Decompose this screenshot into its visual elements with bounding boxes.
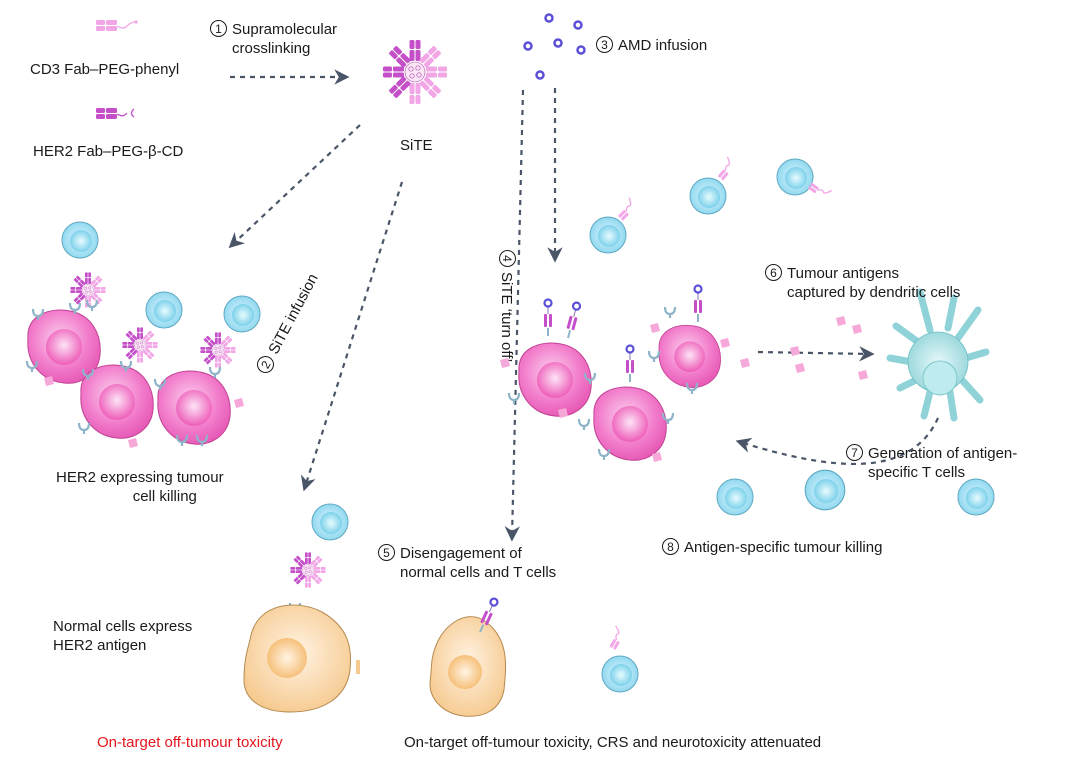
step-1-number: 1 [210, 20, 227, 37]
step-5-number: 5 [378, 544, 395, 561]
step-3-number: 3 [596, 36, 613, 53]
cd3-fab-peg-phenyl-icon [96, 20, 138, 31]
attenuated-label: On-target off-tumour toxicity, CRS and n… [404, 734, 822, 751]
step-4-number: 4 [499, 250, 516, 267]
dendritic-cell [790, 288, 990, 422]
free-t-cells [589, 156, 833, 254]
step-7-number: 7 [846, 444, 863, 461]
toxicity-warning-label: On-target off-tumour toxicity [97, 734, 283, 751]
tumour-killing-cluster [25, 221, 261, 448]
tumour-cells-site-off [500, 284, 750, 462]
tumour-killing-label: HER2 expressing tumour cell killing [56, 469, 224, 505]
arrow-generation [735, 417, 940, 465]
normal-cells-label: Normal cells express HER2 antigen [53, 618, 193, 654]
legend-cd3-label: CD3 Fab–PEG-phenyl [30, 61, 180, 78]
step-4-label: 4SiTE ‘turn off’ [497, 250, 516, 362]
site-complex-icon [383, 40, 447, 104]
her2-fab-peg-beta-cd-icon [96, 108, 135, 119]
amd-molecules-icon [523, 13, 586, 80]
arrow-to-dendritic [757, 346, 875, 362]
arrow-turn-off [504, 89, 525, 542]
step-8-number: 8 [662, 538, 679, 555]
site-label: SiTE [400, 137, 433, 154]
legend-her2-label: HER2 Fab–PEG-β-CD [33, 143, 184, 160]
normal-cell-engaged [243, 503, 360, 713]
flow-arrows [228, 69, 940, 542]
arrow-to-normal [300, 181, 404, 492]
normal-cell-disengaged [429, 596, 639, 717]
arrow-site-infusion [228, 124, 361, 249]
step-6-number: 6 [765, 264, 782, 281]
